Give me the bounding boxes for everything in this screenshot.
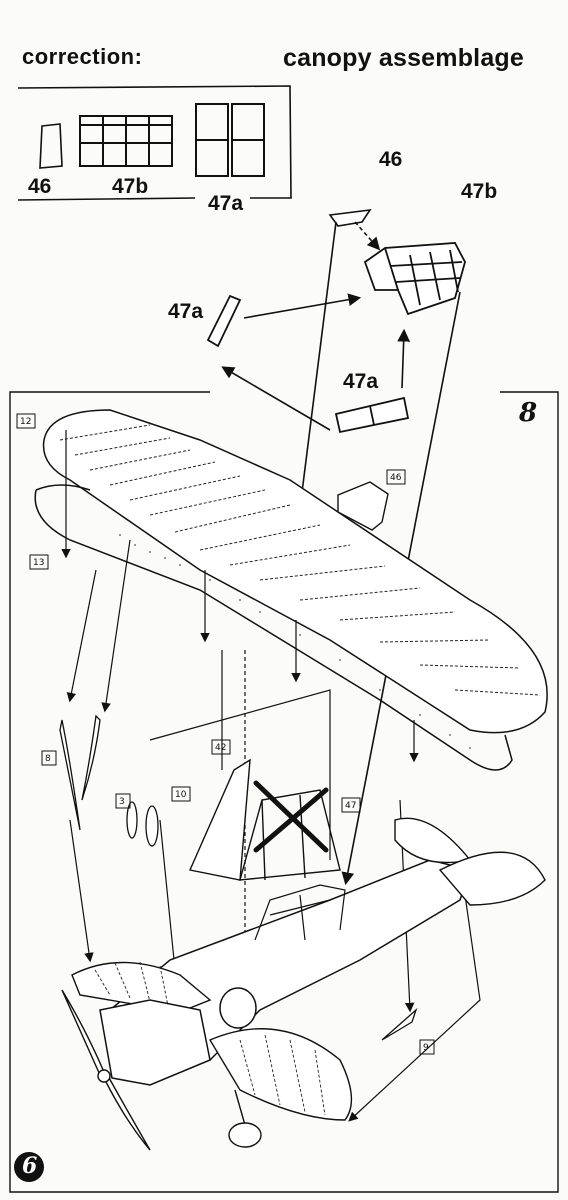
x-cross-icon bbox=[253, 780, 329, 853]
correction-part-47b-label: 47b bbox=[112, 175, 149, 198]
canopy-part-46-label: 46 bbox=[379, 148, 403, 171]
step-frame bbox=[9, 391, 559, 1193]
lower-wing-stipple bbox=[119, 534, 471, 749]
canopy-part-47b bbox=[363, 242, 466, 316]
canopy-part-47a-bottom-label: 47a bbox=[343, 370, 379, 393]
wing-part-46 bbox=[337, 481, 389, 531]
canopy-part-47b-label: 47b bbox=[461, 180, 498, 203]
correction-part-47a-label: 47a bbox=[208, 192, 244, 215]
canopy-part-47a-left-label: 47a bbox=[168, 300, 204, 323]
correction-box bbox=[17, 85, 292, 201]
correction-part-46-label: 46 bbox=[28, 175, 52, 198]
step-number: 8 bbox=[519, 398, 538, 428]
correction-part-47b bbox=[79, 115, 173, 167]
callout-8: 8 bbox=[45, 754, 51, 764]
landing-gear bbox=[228, 1089, 262, 1148]
callout-13: 13 bbox=[33, 558, 45, 568]
callout-12: 12 bbox=[20, 417, 32, 427]
previous-step-number: 6 bbox=[22, 1153, 38, 1179]
lower-wing-front bbox=[71, 961, 353, 1121]
canopy-part-47a-left bbox=[206, 294, 242, 348]
upper-wing bbox=[42, 409, 548, 734]
correction-heading: correction: bbox=[22, 44, 143, 69]
tail bbox=[394, 817, 546, 906]
callout-46: 46 bbox=[390, 473, 402, 483]
cockpit-interior bbox=[254, 884, 346, 941]
interplane-struts bbox=[59, 714, 418, 1041]
part-42-panel bbox=[189, 758, 251, 881]
callout-9: 9 bbox=[423, 1043, 429, 1053]
canopy-part-47a-bottom bbox=[334, 396, 410, 434]
upper-wing-ribs bbox=[59, 424, 541, 696]
previous-step-badge bbox=[14, 1152, 44, 1182]
engine-cowling bbox=[99, 999, 211, 1086]
canopy-assemblage-heading: canopy assemblage bbox=[283, 44, 525, 72]
lower-wing bbox=[34, 484, 513, 771]
callout-47: 47 bbox=[345, 801, 357, 811]
lower-wing-front-ribs bbox=[94, 961, 326, 1116]
callout-3: 3 bbox=[119, 797, 125, 807]
callout-10: 10 bbox=[175, 790, 187, 800]
callout-boxes bbox=[16, 413, 435, 1055]
propeller bbox=[61, 989, 151, 1151]
callout-42: 42 bbox=[215, 743, 227, 753]
old-canopy-47 bbox=[239, 789, 341, 881]
correction-part-46 bbox=[39, 123, 63, 169]
correction-part-47a bbox=[195, 103, 265, 177]
